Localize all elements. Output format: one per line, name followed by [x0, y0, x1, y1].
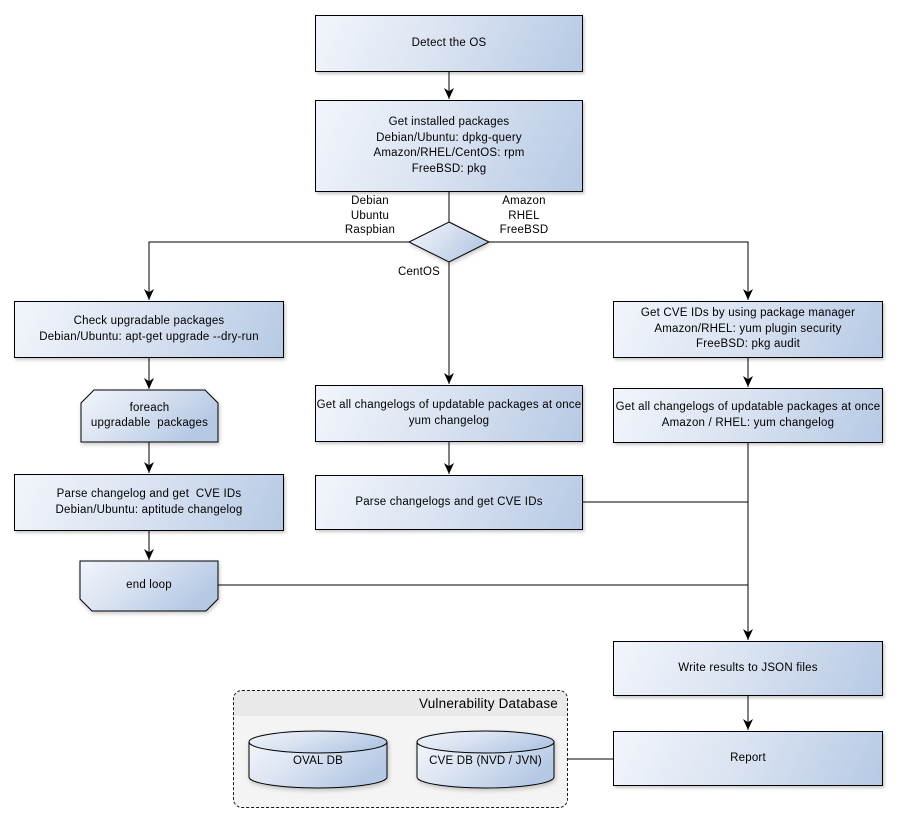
branch-label-amazon: Amazon RHEL FreeBSD — [499, 195, 549, 236]
end-loop-label: end loop — [126, 579, 172, 592]
special-shapes — [79, 221, 555, 789]
node-write-results-json: Write results to JSON files — [613, 641, 883, 696]
branch-label-debian: Debian Ubuntu Raspbian — [344, 195, 396, 236]
node-get-installed-packages-label: Get installed packages Debian/Ubuntu: dp… — [373, 116, 525, 175]
oval-db-label: OVAL DB — [293, 755, 343, 768]
node-get-cve-ids-package-manager-label: Get CVE IDs by using package manager Ama… — [640, 307, 856, 351]
node-report-label: Report — [730, 751, 766, 764]
node-write-results-json-label: Write results to JSON files — [678, 661, 818, 674]
node-parse-changelog-debian: Parse changelog and get CVE IDs Debian/U… — [14, 474, 284, 531]
node-get-installed-packages: Get installed packages Debian/Ubuntu: dp… — [315, 100, 583, 192]
end-loop-shape — [79, 560, 219, 612]
edge-decision-to-get-cve-ids — [489, 241, 753, 300]
node-parse-changelogs-centos: Parse changelogs and get CVE IDs — [315, 475, 583, 530]
oval-db-cylinder — [248, 730, 388, 789]
node-get-changelogs-amazon-rhel: Get all changelogs of updatable packages… — [613, 388, 883, 443]
oval-db-cylinder-top — [248, 730, 388, 754]
node-get-changelogs-centos: Get all changelogs of updatable packages… — [315, 385, 583, 442]
cve-db-label: CVE DB (NVD / JVN) — [429, 755, 542, 768]
node-get-changelogs-centos-label: Get all changelogs of updatable packages… — [316, 399, 582, 427]
branch-label-centos: CentOS — [397, 266, 441, 278]
cve-db-cylinder-top — [416, 730, 555, 754]
flow-connectors — [144, 72, 753, 760]
node-detect-os-label: Detect the OS — [411, 36, 487, 49]
cve-db-cylinder-body — [416, 741, 555, 789]
node-parse-changelogs-centos-label: Parse changelogs and get CVE IDs — [355, 495, 543, 508]
node-get-cve-ids-package-manager: Get CVE IDs by using package manager Ama… — [613, 301, 883, 358]
oval-db-cylinder-body — [248, 741, 388, 789]
node-detect-os: Detect the OS — [315, 15, 583, 72]
node-report: Report — [613, 731, 883, 786]
node-check-upgradable-packages-label: Check upgradable packages Debian/Ubuntu:… — [39, 315, 259, 343]
cve-db-cylinder — [416, 730, 555, 789]
foreach-loop-shape — [80, 389, 219, 443]
edge-decision-to-check-upgradable — [144, 241, 409, 300]
foreach-loop-label: foreach upgradable packages — [90, 401, 209, 430]
vulnerability-database-header: Vulnerability Database — [234, 691, 567, 716]
node-check-upgradable-packages: Check upgradable packages Debian/Ubuntu:… — [14, 301, 284, 358]
os-decision-diamond — [407, 221, 491, 263]
node-get-changelogs-amazon-rhel-label: Get all changelogs of updatable packages… — [615, 401, 881, 429]
vulnerability-database-title: Vulnerability Database — [419, 696, 558, 711]
node-parse-changelog-debian-label: Parse changelog and get CVE IDs Debian/U… — [55, 488, 243, 516]
